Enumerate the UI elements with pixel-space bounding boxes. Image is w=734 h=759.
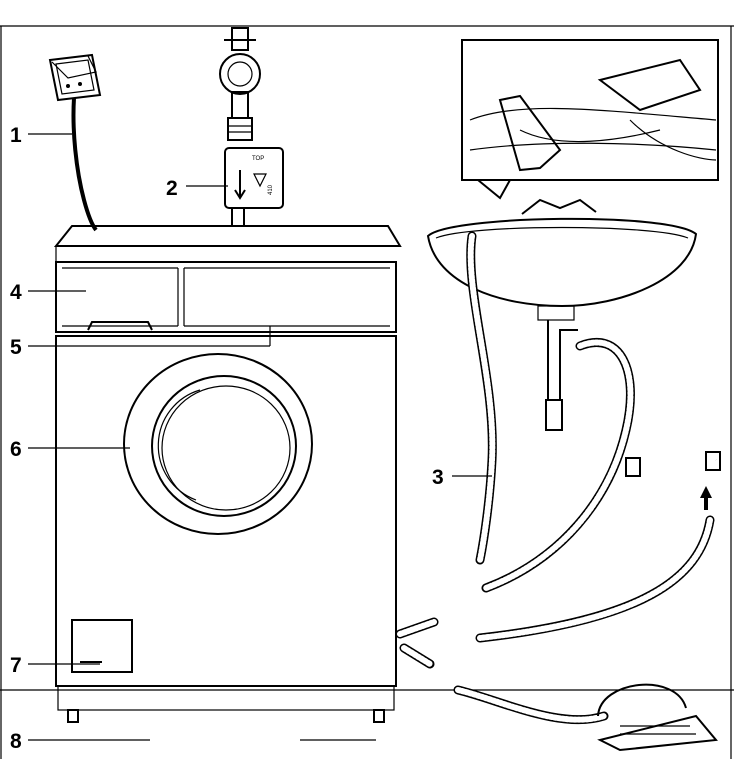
water-inlet-valve: TOP 410 — [225, 148, 283, 226]
drain-hose — [471, 236, 493, 560]
up-arrow-icon — [700, 486, 712, 510]
leader-lines — [28, 134, 492, 740]
power-socket — [50, 55, 100, 100]
hose-hook-detail-inset — [462, 40, 718, 198]
callout-5: 5 — [10, 336, 22, 359]
diagram-frame — [0, 26, 734, 759]
door — [124, 354, 312, 534]
foot — [68, 710, 78, 722]
detergent-drawer — [62, 268, 178, 330]
hose-connectors — [400, 622, 434, 664]
callout-8: 8 — [10, 730, 22, 753]
callout-3: 3 — [432, 466, 444, 489]
valve-top-label: TOP — [252, 156, 264, 162]
callout-7: 7 — [10, 654, 22, 677]
callout-6: 6 — [10, 438, 22, 461]
foot — [374, 710, 384, 722]
program-panel — [184, 268, 390, 326]
callout-4: 4 — [10, 281, 22, 304]
power-cable — [73, 98, 96, 230]
valve-side-label: 410 — [268, 184, 274, 195]
floor-drain — [458, 685, 716, 750]
front-cabinet — [56, 336, 396, 686]
callout-1: 1 — [10, 124, 22, 147]
hose-hook — [626, 435, 720, 476]
callout-2: 2 — [166, 177, 178, 200]
washing-machine — [56, 226, 400, 722]
water-tap — [220, 28, 260, 140]
siphon-hose — [486, 342, 630, 588]
